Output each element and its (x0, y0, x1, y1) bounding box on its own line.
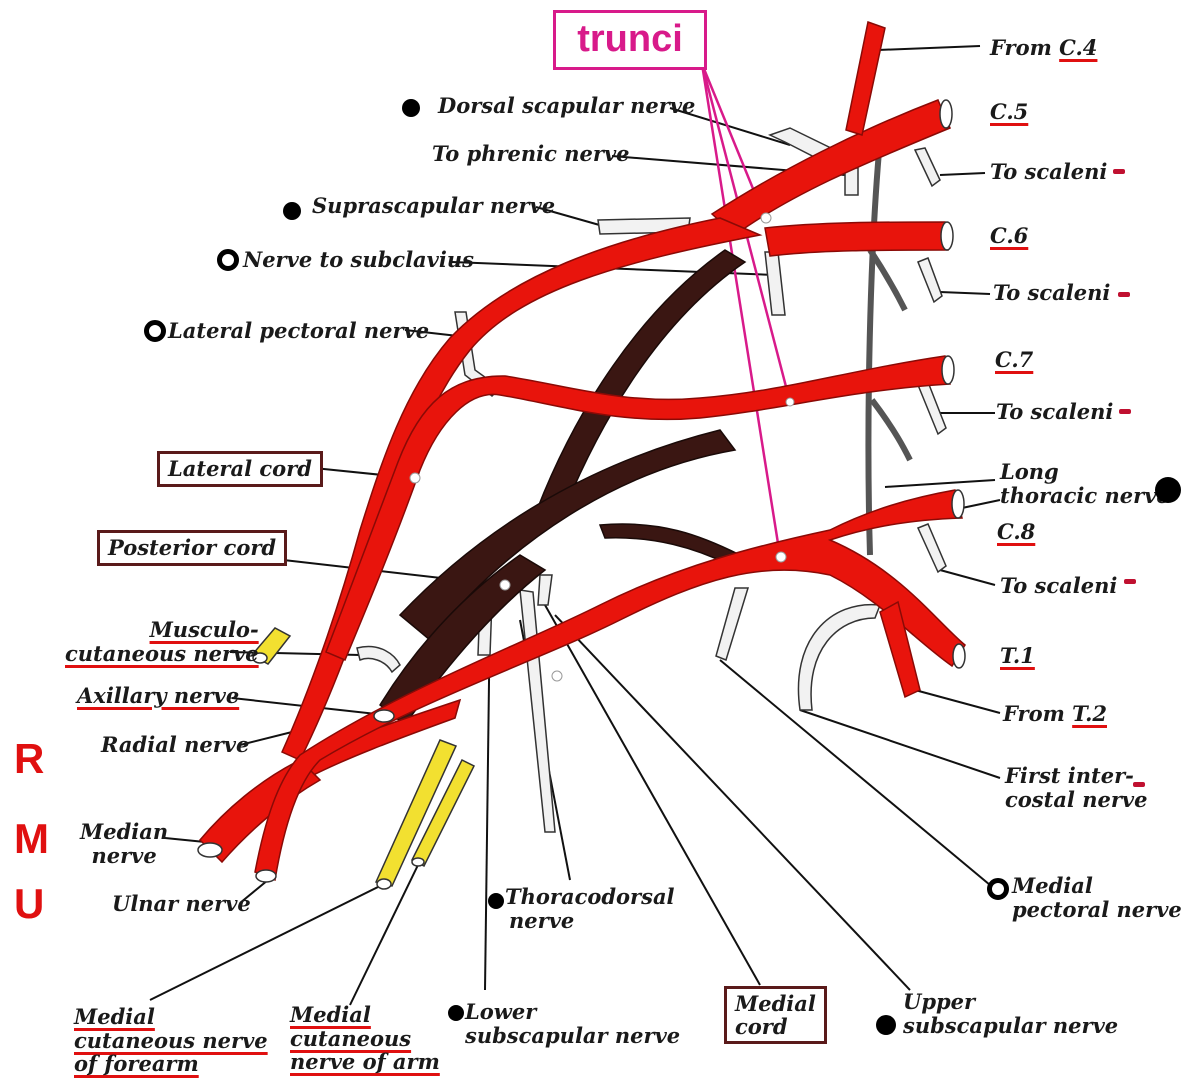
label-nerve-to-subclavius: Nerve to subclavius (243, 248, 474, 272)
side-letter-r: R (14, 735, 44, 783)
label-from-t2: From T.2 (1003, 702, 1107, 726)
label-to-scaleni-4: To scaleni (1000, 574, 1117, 598)
label-suprascapular-nerve: Suprascapular nerve (312, 194, 555, 218)
label-to-scaleni-3: To scaleni (996, 400, 1113, 424)
label-posterior-cord: Posterior cord (97, 530, 287, 566)
side-letter-u: U (14, 880, 44, 928)
label-axillary-nerve: Axillary nerve (77, 684, 239, 708)
red-dash-marker (1124, 579, 1136, 584)
black-dot-marker (448, 1005, 464, 1021)
black-dot-marker (876, 1015, 896, 1035)
red-dash-marker (1118, 292, 1130, 297)
black-dot-marker (283, 202, 301, 220)
label-musculocutaneous-nerve: Musculo-cutaneous nerve (65, 618, 259, 665)
label-c8: C.8 (997, 520, 1035, 544)
black-dot-marker (402, 99, 420, 117)
long-thoracic-gray (868, 140, 910, 555)
label-to-phrenic-nerve: To phrenic nerve (432, 142, 630, 166)
black-dot-marker (1155, 477, 1181, 503)
ring-marker (144, 320, 166, 342)
label-t1: T.1 (1000, 644, 1035, 668)
red-dash-marker (1113, 169, 1125, 174)
label-radial-nerve: Radial nerve (101, 733, 249, 757)
label-c7: C.7 (995, 348, 1033, 372)
ring-marker (987, 878, 1009, 900)
trunci-callout: trunci (553, 10, 707, 70)
label-ulnar-nerve: Ulnar nerve (112, 892, 251, 916)
label-dorsal-scapular-nerve: Dorsal scapular nerve (438, 94, 695, 118)
label-lateral-pectoral-nerve: Lateral pectoral nerve (168, 319, 429, 343)
label-to-scaleni-2: To scaleni (993, 281, 1110, 305)
label-first-intercostal-nerve: First inter-costal nerve (1005, 764, 1147, 811)
label-c5: C.5 (990, 100, 1028, 124)
label-to-scaleni-1: To scaleni (990, 160, 1107, 184)
black-dot-marker (488, 893, 504, 909)
ring-marker (217, 249, 239, 271)
side-letter-m: M (14, 815, 49, 863)
label-lateral-cord: Lateral cord (157, 451, 323, 487)
label-c6: C.6 (990, 224, 1028, 248)
red-dash-marker (1133, 782, 1145, 787)
posterior-cord-dark (380, 250, 745, 725)
red-dash-marker (1119, 409, 1131, 414)
label-from-c4: From C.4 (990, 36, 1097, 60)
